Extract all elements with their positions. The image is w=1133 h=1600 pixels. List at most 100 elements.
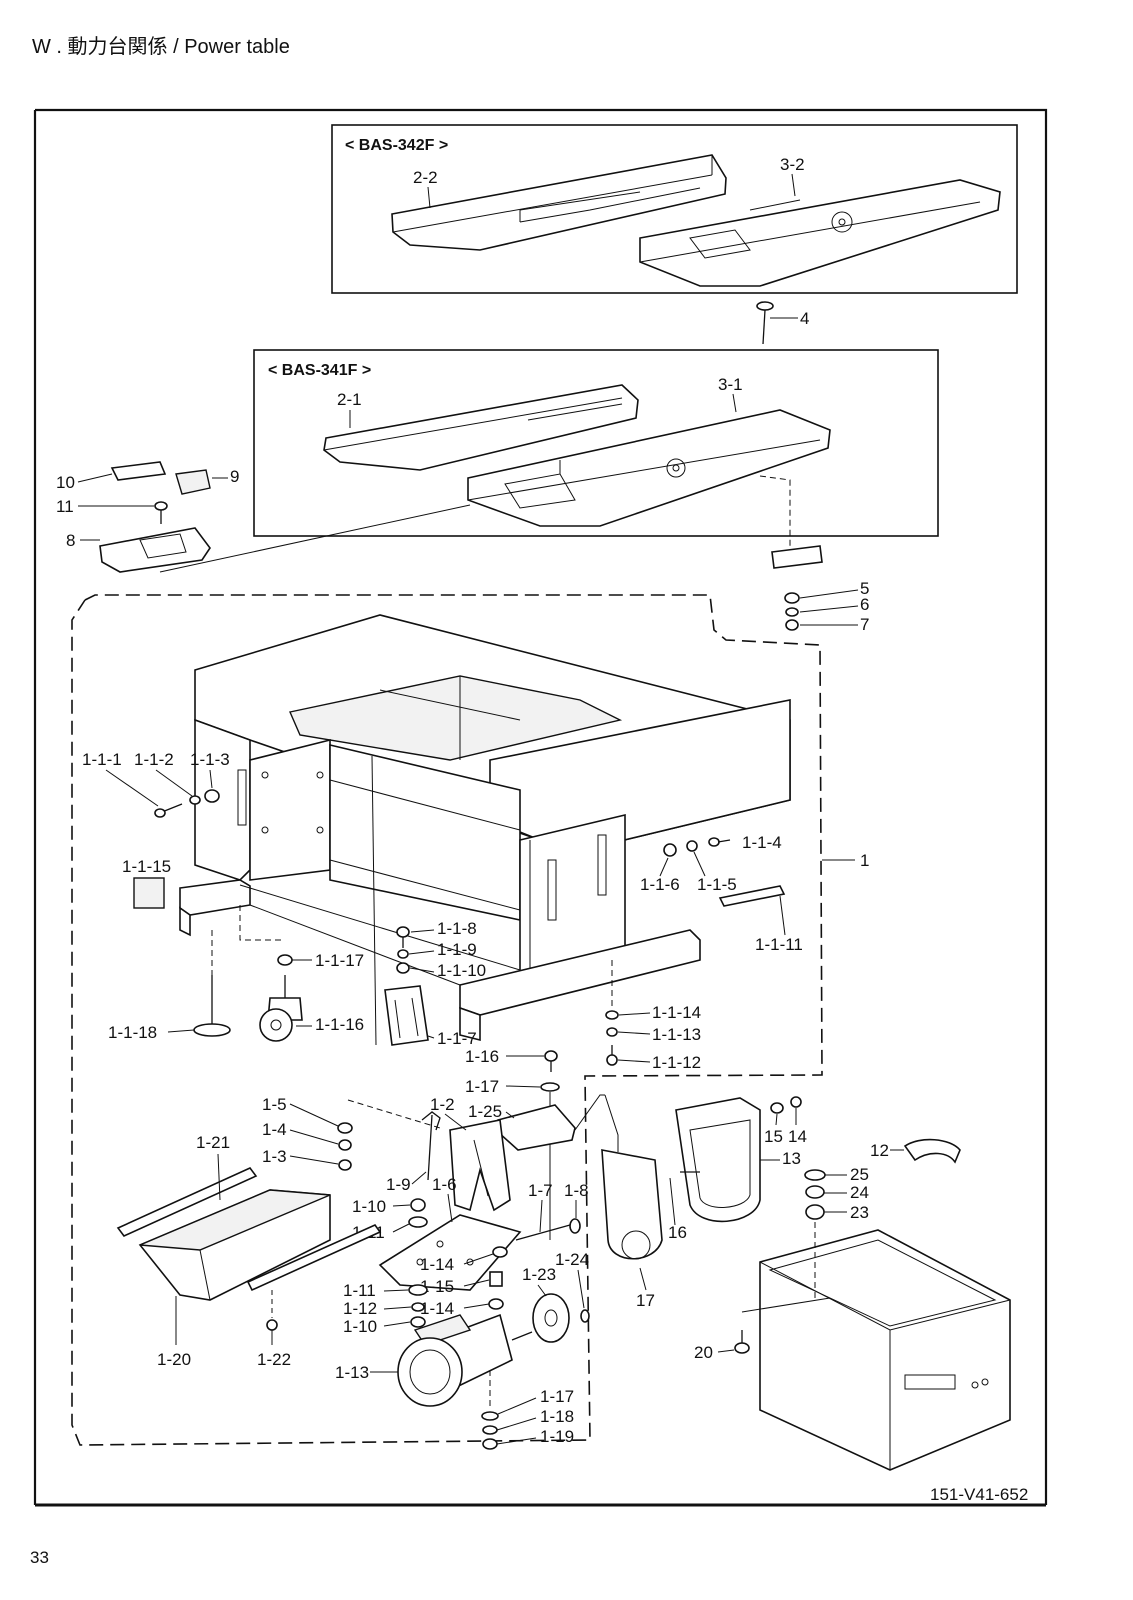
label-12: 12 [870,1141,889,1160]
label-2-1: 2-1 [337,390,362,409]
label-3-2: 3-2 [780,155,805,174]
nut-7 [785,619,799,631]
tray-1-20 [138,1189,331,1301]
label-1-7: 1-7 [528,1181,553,1200]
washer-1-1-13 [606,1027,618,1037]
nut-1-1-17 [277,954,293,966]
rail-1-21-lower [246,1224,382,1292]
label-1-22: 1-22 [257,1350,291,1369]
cover-13 [675,1097,761,1223]
label-1-25: 1-25 [468,1102,502,1121]
control-box [759,1229,1011,1471]
label-1-1-10: 1-1-10 [437,961,486,980]
label-3-1: 3-1 [718,375,743,394]
label-23: 23 [850,1203,869,1222]
washer-1-1-9 [397,949,409,959]
label-1-21: 1-21 [196,1133,230,1152]
label-1-1-13: 1-1-13 [652,1025,701,1044]
washer-1-1-2 [189,795,201,805]
label-1-10-top: 1-10 [352,1197,386,1216]
washer-1-1-10 [396,962,410,974]
washer-1-4 [338,1139,352,1151]
label-1-24: 1-24 [555,1250,589,1269]
label-5: 5 [860,579,869,598]
label-1-12: 1-12 [343,1299,377,1318]
washer-1-1-6 [663,843,677,857]
frame-border [35,108,1048,1505]
nut-1-10-top [410,1198,426,1212]
label-1-1-14: 1-1-14 [652,1003,701,1022]
collar-23 [805,1204,825,1220]
label-1-1-12: 1-1-12 [652,1053,701,1072]
bolt-4 [756,301,774,345]
bas341f-box [253,349,939,537]
washer-1-17-bottom [481,1411,499,1421]
screw-1-24 [580,1309,590,1323]
label-24: 24 [850,1183,869,1202]
label-1-13: 1-13 [335,1363,369,1382]
label-14: 14 [788,1127,807,1146]
label-1-10-bottom: 1-10 [343,1317,377,1336]
label-7: 7 [860,615,869,634]
washer-1-1-3 [204,789,220,803]
label-1-1-6: 1-1-6 [640,875,680,894]
bolt-1-3 [338,1159,352,1171]
label-1-14-top: 1-14 [420,1255,454,1274]
washer-1-5 [337,1122,353,1134]
part-8-holder [99,527,211,573]
label-2-2: 2-2 [413,168,438,187]
label-1-1-18: 1-1-18 [108,1023,157,1042]
label-1-4: 1-4 [262,1120,287,1139]
label-1-2: 1-2 [430,1095,455,1114]
caster-1-1-16 [259,975,303,1042]
label-1-1-4: 1-1-4 [742,833,782,852]
pulley-1-23 [532,1293,570,1343]
washer-5 [784,592,800,604]
label-17: 17 [636,1291,655,1310]
motor-plate-1-6 [378,1214,522,1291]
label-1-1-9: 1-1-9 [437,940,477,959]
group-1-boundary [71,594,823,1446]
label-11: 11 [56,497,74,516]
bracket-1-25 [497,1104,576,1151]
label-8: 8 [66,531,75,550]
bolt-1-1-8 [396,926,410,938]
label-1-1-11: 1-1-11 [755,935,803,954]
washer-1-8 [569,1218,581,1234]
label-1-17-bottom: 1-17 [540,1387,574,1406]
label-1-20: 1-20 [157,1350,191,1369]
label-1-1-17: 1-1-17 [315,951,364,970]
label-1-14-bottom: 1-14 [420,1299,454,1318]
washer-1-17-top [540,1082,560,1092]
washer-15 [770,1102,784,1114]
bolt-1-1-12 [606,1054,618,1066]
label-1-5: 1-5 [262,1095,287,1114]
part-9-block [175,469,211,495]
bolt-20 [734,1297,831,1354]
washer-1-1-5 [686,840,698,852]
bolt-1-1-1 [161,803,183,813]
page-number: 33 [30,1548,49,1567]
label-1-15: 1-15 [420,1277,454,1296]
label-1-8: 1-8 [564,1181,589,1200]
label-1-1-1: 1-1-1 [82,750,122,769]
nut-1-19 [482,1438,498,1450]
washer-1-12 [411,1302,425,1312]
washer-6 [785,607,799,617]
label-1-1-16: 1-1-16 [315,1015,364,1034]
label-1-17-top: 1-17 [465,1077,499,1096]
table-top-3-1 [467,409,831,527]
part-11-screw [154,501,168,524]
label-1-9: 1-9 [386,1175,411,1194]
bolt-1-16 [544,1050,558,1062]
washer-25 [804,1169,826,1181]
power-table-frame [179,614,791,1042]
washer-1-18 [482,1425,498,1435]
label-1-11-bottom: 1-11 [343,1281,376,1300]
label-1-1-8: 1-1-8 [437,919,477,938]
part-10-plate [110,461,167,481]
bolt-1-9 [421,1111,441,1131]
nut-1-10-bottom [410,1316,426,1328]
label-4: 4 [800,309,809,328]
